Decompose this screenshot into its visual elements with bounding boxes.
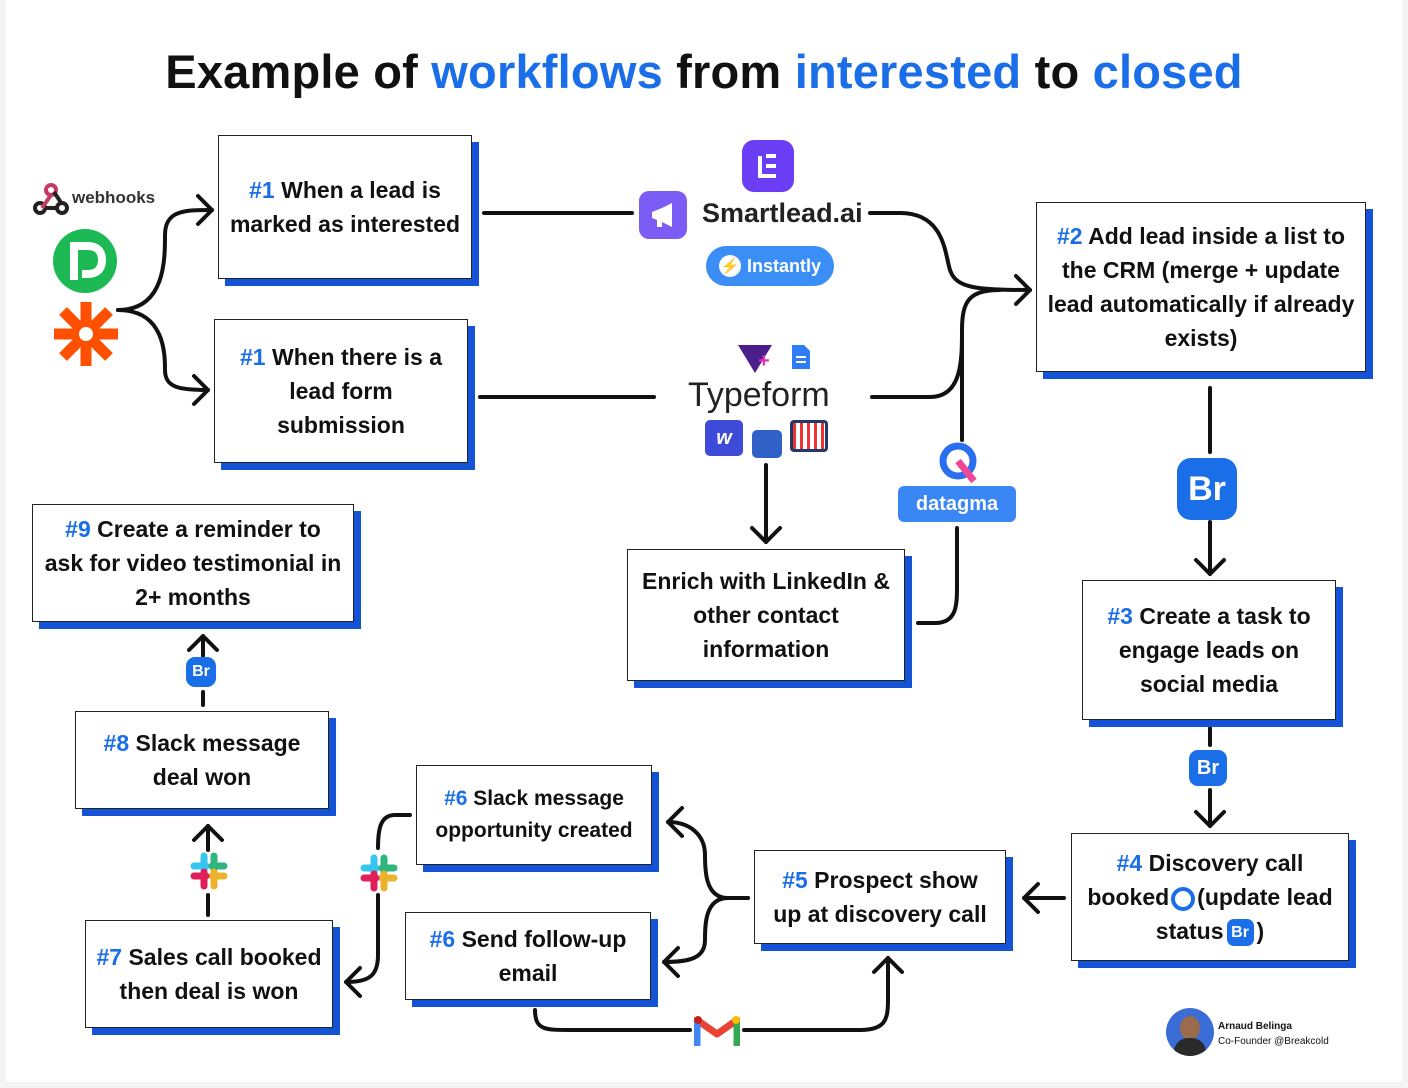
step-1-lead-interested: #1 When a lead is marked as interested: [218, 135, 472, 279]
step-8-slack-deal-won: #8 Slack message deal won: [75, 711, 329, 809]
author-name: Arnaud Belinga: [1218, 1021, 1292, 1032]
author-role: Co-Founder @Breakcold: [1218, 1036, 1329, 1047]
zapier-icon: [54, 302, 118, 366]
gmail-icon: [694, 1016, 740, 1046]
datagma-icon: [939, 442, 977, 484]
smartlead-label: Smartlead.ai: [702, 198, 863, 228]
step-4-discovery-call: #4 Discovery call booked(update lead sta…: [1071, 833, 1349, 961]
slack-icon: [190, 852, 228, 890]
svg-text:+: +: [758, 350, 770, 372]
breakcold-icon: Br: [1226, 919, 1254, 947]
slack-icon: [360, 854, 398, 892]
step-5-prospect-show: #5 Prospect show up at discovery call: [754, 850, 1006, 944]
pipedream-icon: [53, 229, 117, 293]
step-1-form-submission: #1 When there is a lead form submission: [214, 319, 468, 463]
avatar: [1166, 1008, 1214, 1056]
step-9-reminder: #9 Create a reminder to ask for video te…: [32, 504, 354, 622]
breakcold-icon: Br: [1189, 750, 1227, 786]
calendly-icon: [1171, 886, 1196, 911]
clay-icon: +: [738, 345, 772, 373]
breakcold-icon: Br: [186, 657, 216, 687]
webhooks-label: webhooks: [72, 188, 156, 207]
webhooks-icon: [33, 183, 69, 215]
enrich-contact-box: Enrich with LinkedIn & other contact inf…: [627, 549, 905, 681]
google-docs-icon: [792, 345, 810, 369]
page-title: Example of workflows from interested to …: [165, 45, 1243, 98]
datagma-badge: datagma: [898, 486, 1016, 522]
step-2-add-lead-crm: #2 Add lead inside a list to the CRM (me…: [1036, 202, 1366, 372]
lemlist-icon: [742, 140, 794, 192]
step-3-social-task: #3 Create a task to engage leads on soci…: [1082, 580, 1336, 720]
clickfunnels-icon: [790, 420, 828, 452]
smartlead-icon: [639, 191, 687, 239]
webflow-icon: w: [705, 420, 743, 456]
typeform-label: Typeform: [688, 376, 830, 414]
step-6-follow-up-email: #6 Send follow-up email: [405, 912, 651, 1000]
step-6-slack-opportunity: #6 Slack message opportunity created: [416, 765, 652, 865]
instantly-badge: ⚡Instantly: [706, 246, 834, 286]
megaphone-icon: [752, 430, 782, 458]
breakcold-icon: Br: [1177, 458, 1237, 520]
step-7-sales-call: #7 Sales call booked then deal is won: [85, 920, 333, 1028]
